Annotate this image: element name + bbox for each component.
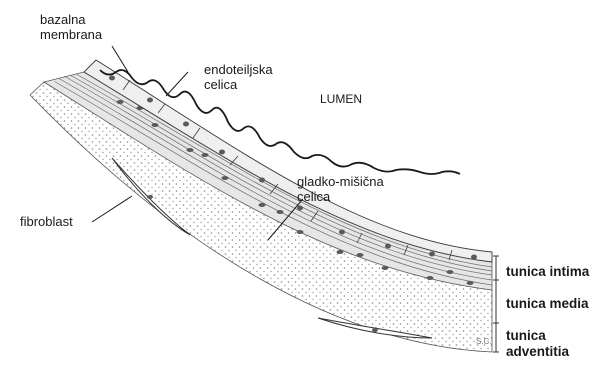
- label-tunica-intima: tunica intima: [506, 264, 589, 280]
- leader-basement-membrane: [112, 46, 128, 72]
- layer-bracket: [493, 256, 499, 352]
- label-tunica-adventitia: tunica adventitia: [506, 328, 569, 360]
- label-endothelial-cell: endoteiljska celica: [204, 62, 273, 92]
- label-tunica-media: tunica media: [506, 296, 589, 312]
- label-lumen: LUMEN: [320, 92, 362, 107]
- artist-signature: S.C.: [476, 334, 492, 349]
- label-fibroblast: fibroblast: [20, 214, 73, 229]
- label-basement-membrane: bazalna membrana: [40, 12, 102, 42]
- leader-fibroblast: [92, 196, 132, 222]
- label-smooth-muscle-cell: gladko-mišična celica: [297, 174, 384, 204]
